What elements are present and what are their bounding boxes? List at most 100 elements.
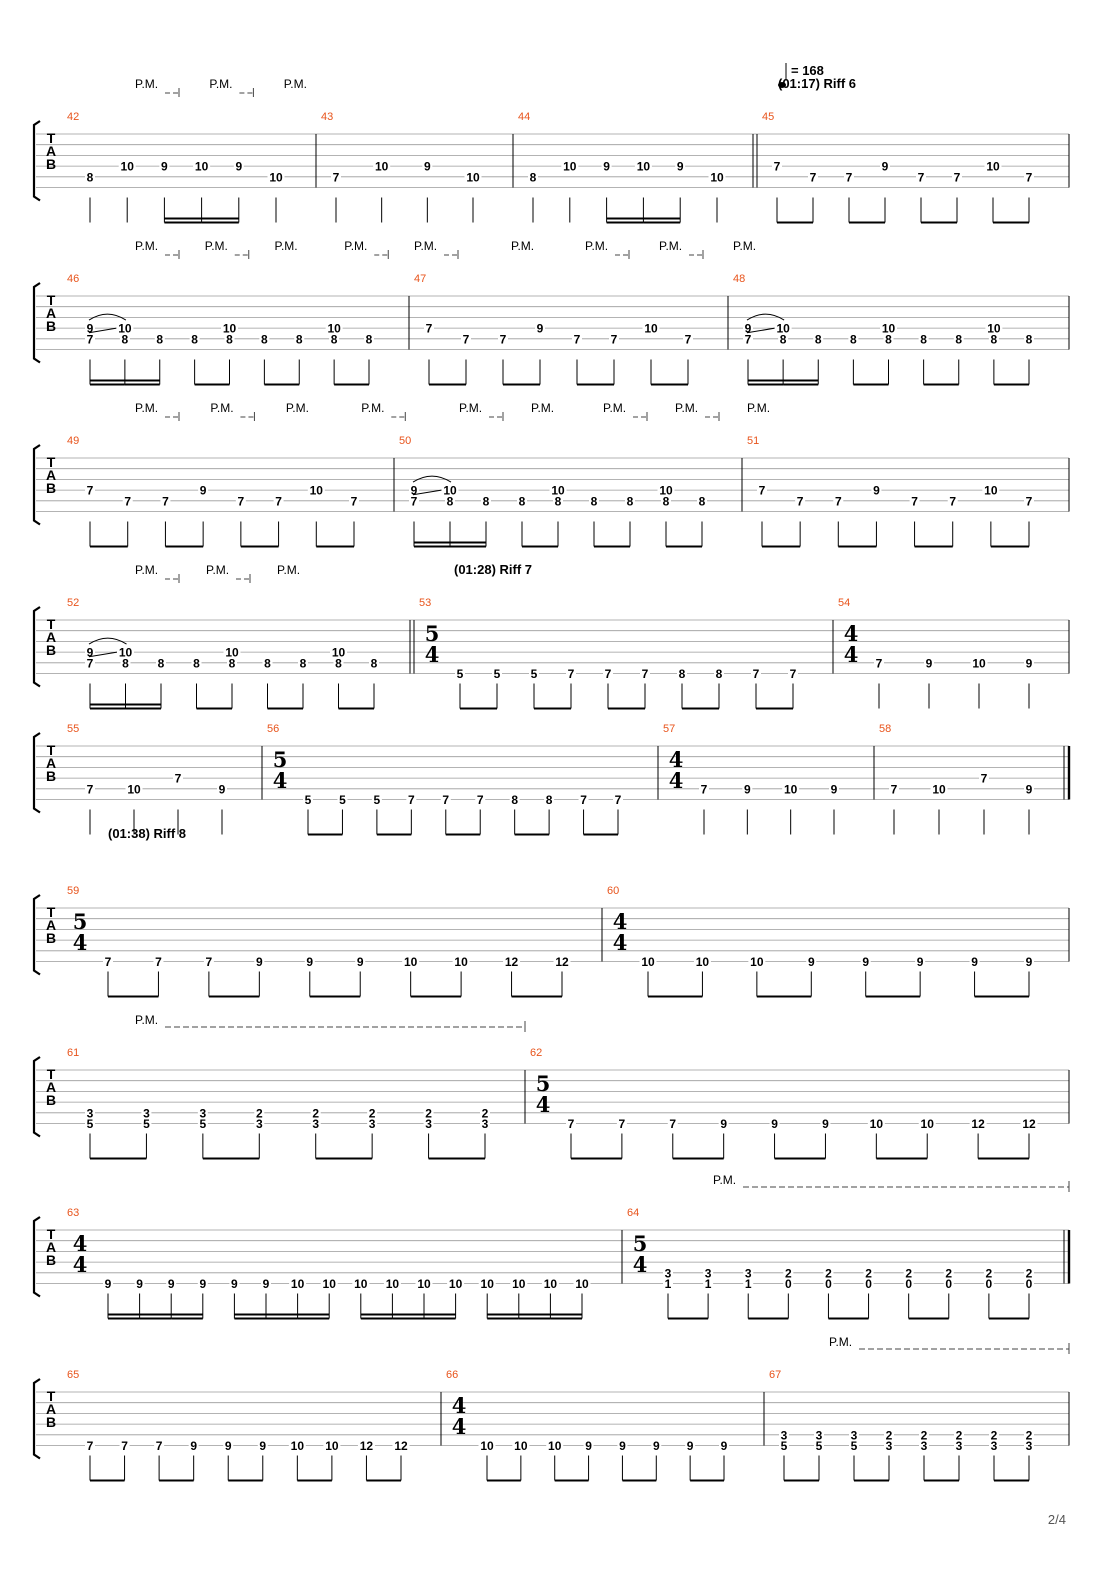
fret-number: 7 [876, 656, 883, 670]
fret-number: 9 [745, 322, 752, 336]
tab-note: 9 [924, 656, 934, 709]
tab-note: 9 [422, 160, 433, 223]
tab-note: 12 [357, 1439, 401, 1482]
tab-clef-letter: B [46, 1414, 56, 1430]
fret-number: 10 [466, 170, 480, 184]
fret-number: 10 [480, 1439, 494, 1453]
tab-clef-letter: A [46, 305, 56, 321]
measure-number: 57 [663, 723, 675, 735]
system-bracket [32, 1216, 41, 1298]
fret-number: 7 [275, 494, 282, 508]
tab-note: 108 [330, 646, 374, 710]
measure-number: 63 [67, 1207, 79, 1219]
fret-number: 10 [710, 170, 724, 184]
palm-mute-label: P.M. [829, 1335, 852, 1349]
fret-number: 10 [118, 322, 132, 336]
tab-note: 8 [589, 494, 630, 548]
tab-note: 9 [1024, 782, 1034, 835]
tab-note: 9 [229, 1277, 266, 1320]
fret-number: 8 [447, 494, 454, 508]
tab-note: 108 [221, 322, 238, 385]
tab-note: 8 [544, 793, 555, 835]
fret-number: 0 [945, 1277, 952, 1291]
tab-clef-letter: A [46, 1239, 56, 1255]
fret-number: 8 [663, 494, 670, 508]
palm-mute-label: P.M. [210, 401, 233, 415]
fret-number: 7 [611, 332, 618, 346]
time-signature-bottom: 4 [73, 1252, 88, 1277]
fret-number: 10 [325, 1439, 339, 1453]
fret-number: 7 [701, 782, 708, 796]
tab-note: 7 [85, 484, 128, 548]
tab-note: 10 [782, 782, 800, 835]
palm-mute-marker: P.M. [286, 401, 309, 415]
tab-clef-letter: B [46, 1092, 56, 1108]
fret-number: 8 [1026, 332, 1033, 346]
fret-number: 5 [87, 1117, 94, 1131]
tab-note: 23 [884, 1428, 894, 1481]
tab-note: 9 [969, 955, 1029, 998]
tab-note: 7 [844, 170, 885, 224]
fret-number: 10 [449, 1277, 463, 1291]
tab-note: 35 [814, 1428, 824, 1481]
fret-number: 2 [986, 1266, 993, 1280]
fret-number: 9 [677, 160, 684, 174]
fret-number: 10 [870, 1117, 884, 1131]
fret-number: 3 [87, 1106, 94, 1120]
tab-note: 108 [117, 646, 161, 710]
fret-number: 10 [784, 782, 798, 796]
fret-number: 7 [954, 170, 961, 184]
fret-number: 8 [156, 332, 163, 346]
tab-note: 10 [748, 955, 812, 998]
tab-note: 10 [982, 484, 1029, 548]
tab-note: 10 [118, 160, 136, 223]
measure-number: 50 [399, 435, 411, 447]
measure-number: 47 [414, 273, 426, 285]
fret-number: 10 [644, 322, 658, 336]
tab-note: 8 [813, 332, 824, 385]
tab-note: 9 [166, 1277, 203, 1320]
palm-mute-label: P.M. [135, 563, 158, 577]
tab-note: 10 [573, 1277, 591, 1319]
tab-note: 9 [535, 322, 545, 385]
time-signature-bottom: 4 [73, 930, 88, 955]
fret-number: 9 [720, 1117, 727, 1131]
fret-number: 1 [705, 1277, 712, 1291]
palm-mute-label: P.M. [414, 239, 437, 253]
palm-mute-label: P.M. [531, 401, 554, 415]
fret-number: 9 [808, 955, 815, 969]
fret-number: 8 [483, 494, 490, 508]
tab-clef-letter: T [47, 292, 56, 308]
tab-note: 9 [1024, 955, 1034, 997]
fret-number: 8 [679, 667, 686, 681]
fret-number: 7 [351, 494, 358, 508]
fret-number: 10 [512, 1277, 526, 1291]
fret-number: 2 [956, 1428, 963, 1442]
fret-number: 10 [223, 322, 237, 336]
palm-mute-label: P.M. [659, 239, 682, 253]
measure-number: 64 [627, 1207, 639, 1219]
fret-number: 12 [555, 955, 569, 969]
fret-number: 10 [987, 322, 1001, 336]
fret-number: 9 [653, 1439, 660, 1453]
palm-mute-label: P.M. [284, 77, 307, 91]
tab-note: 8 [369, 656, 379, 709]
tab-note: 9 [233, 160, 244, 223]
fret-number: 10 [323, 1277, 337, 1291]
tab-note: 7 [603, 667, 645, 710]
tab-note: 9 [880, 160, 890, 223]
fret-number: 9 [771, 1117, 778, 1131]
tab-note: 7 [440, 793, 481, 836]
fret-number: 7 [790, 667, 797, 681]
fret-number: 9 [411, 484, 418, 498]
fret-number: 10 [404, 955, 418, 969]
fret-number: 10 [696, 955, 710, 969]
tab-note: 7 [979, 772, 989, 835]
tab-note: 23 [367, 1106, 378, 1159]
